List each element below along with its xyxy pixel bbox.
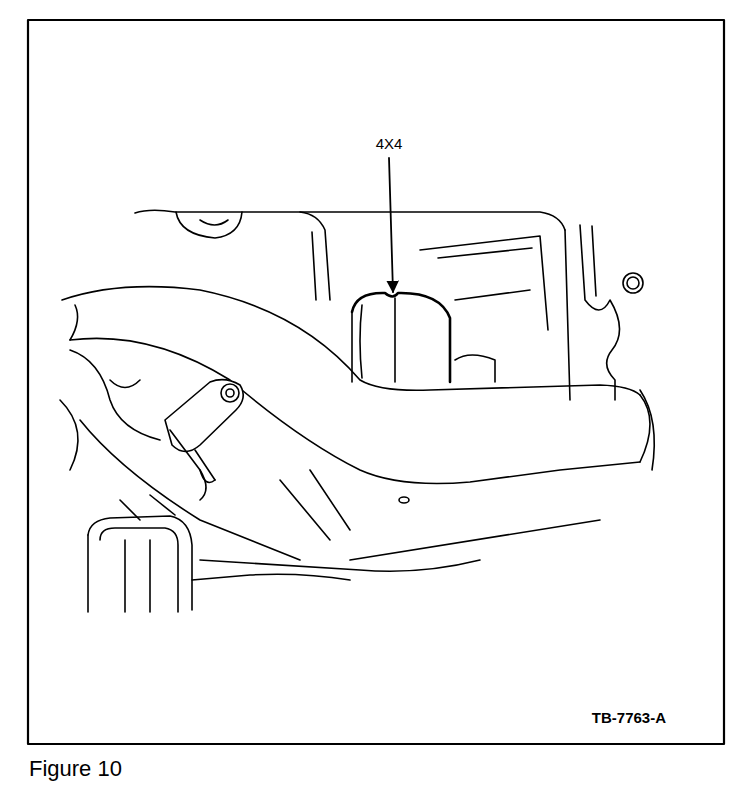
figure-frame bbox=[28, 20, 724, 744]
figure-code: TB-7763-A bbox=[592, 710, 666, 727]
leader-arrow bbox=[389, 158, 393, 292]
figure-caption: Figure 10 bbox=[29, 757, 122, 781]
part-label: 4X4 bbox=[376, 136, 403, 153]
